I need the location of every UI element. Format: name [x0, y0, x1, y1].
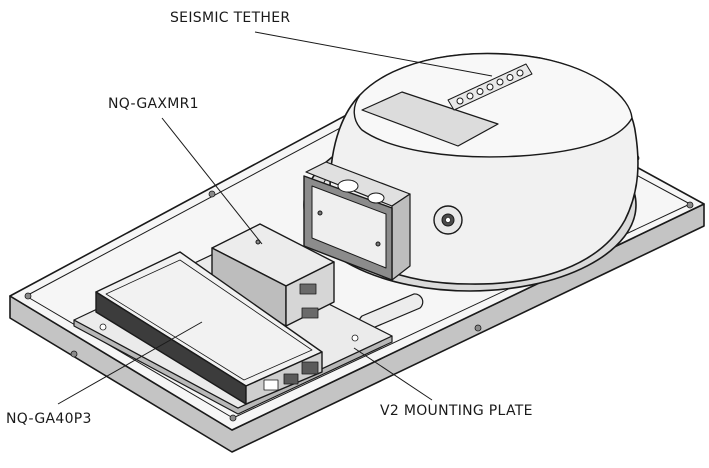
screw: [686, 201, 694, 209]
ga40p3-connector: [263, 379, 279, 391]
leader-lines: [57, 31, 493, 405]
led-indicator: [456, 97, 464, 105]
screw: [208, 190, 216, 198]
mounting-plate-hole: [99, 323, 107, 331]
knob-center: [445, 217, 451, 223]
nq-ga40p3-label: NQ-GA40P3: [6, 411, 92, 427]
led-indicator: [516, 69, 524, 77]
dome-knob: [433, 205, 463, 235]
leader-nq-gaxmr1: [161, 117, 263, 245]
screw: [70, 350, 78, 358]
led-indicator: [506, 74, 514, 81]
screw: [474, 324, 482, 332]
screw: [24, 292, 32, 300]
led-indicator: [466, 92, 474, 100]
screw: [229, 414, 237, 422]
mounting-plate-hole: [351, 334, 359, 342]
nq-ga40p3-module: [95, 251, 323, 405]
gaxmr1-connector: [299, 283, 317, 295]
led-indicator: [476, 88, 484, 95]
gland-screw: [317, 210, 323, 216]
dome-gland-plate: [303, 161, 411, 281]
leader-nq-ga40p3: [57, 321, 203, 405]
seismic-tether-label: SEISMIC TETHER: [170, 10, 291, 26]
gaxmr1-connector: [301, 307, 319, 319]
ga40p3-connector: [283, 373, 299, 385]
gland-plate-face: [311, 185, 387, 269]
nq-gaxmr1-module: [211, 223, 335, 327]
gland-plate-side: [391, 193, 411, 281]
dome-display-panel: [361, 91, 499, 147]
v2-mounting-plate-label: V2 MOUNTING PLATE: [380, 403, 533, 419]
ga40p3-top-inset: [105, 259, 313, 381]
led-indicator: [486, 83, 494, 91]
gland-screw: [375, 241, 381, 247]
gland-hole: [367, 192, 385, 204]
nq-gaxmr1-label: NQ-GAXMR1: [108, 96, 199, 112]
gland-hole: [337, 179, 359, 193]
ga40p3-connector: [301, 361, 319, 375]
leader-seismic-tether: [254, 31, 493, 77]
led-indicator: [496, 78, 504, 86]
led-row: [447, 63, 533, 111]
leader-v2-mounting-plate: [353, 347, 433, 401]
